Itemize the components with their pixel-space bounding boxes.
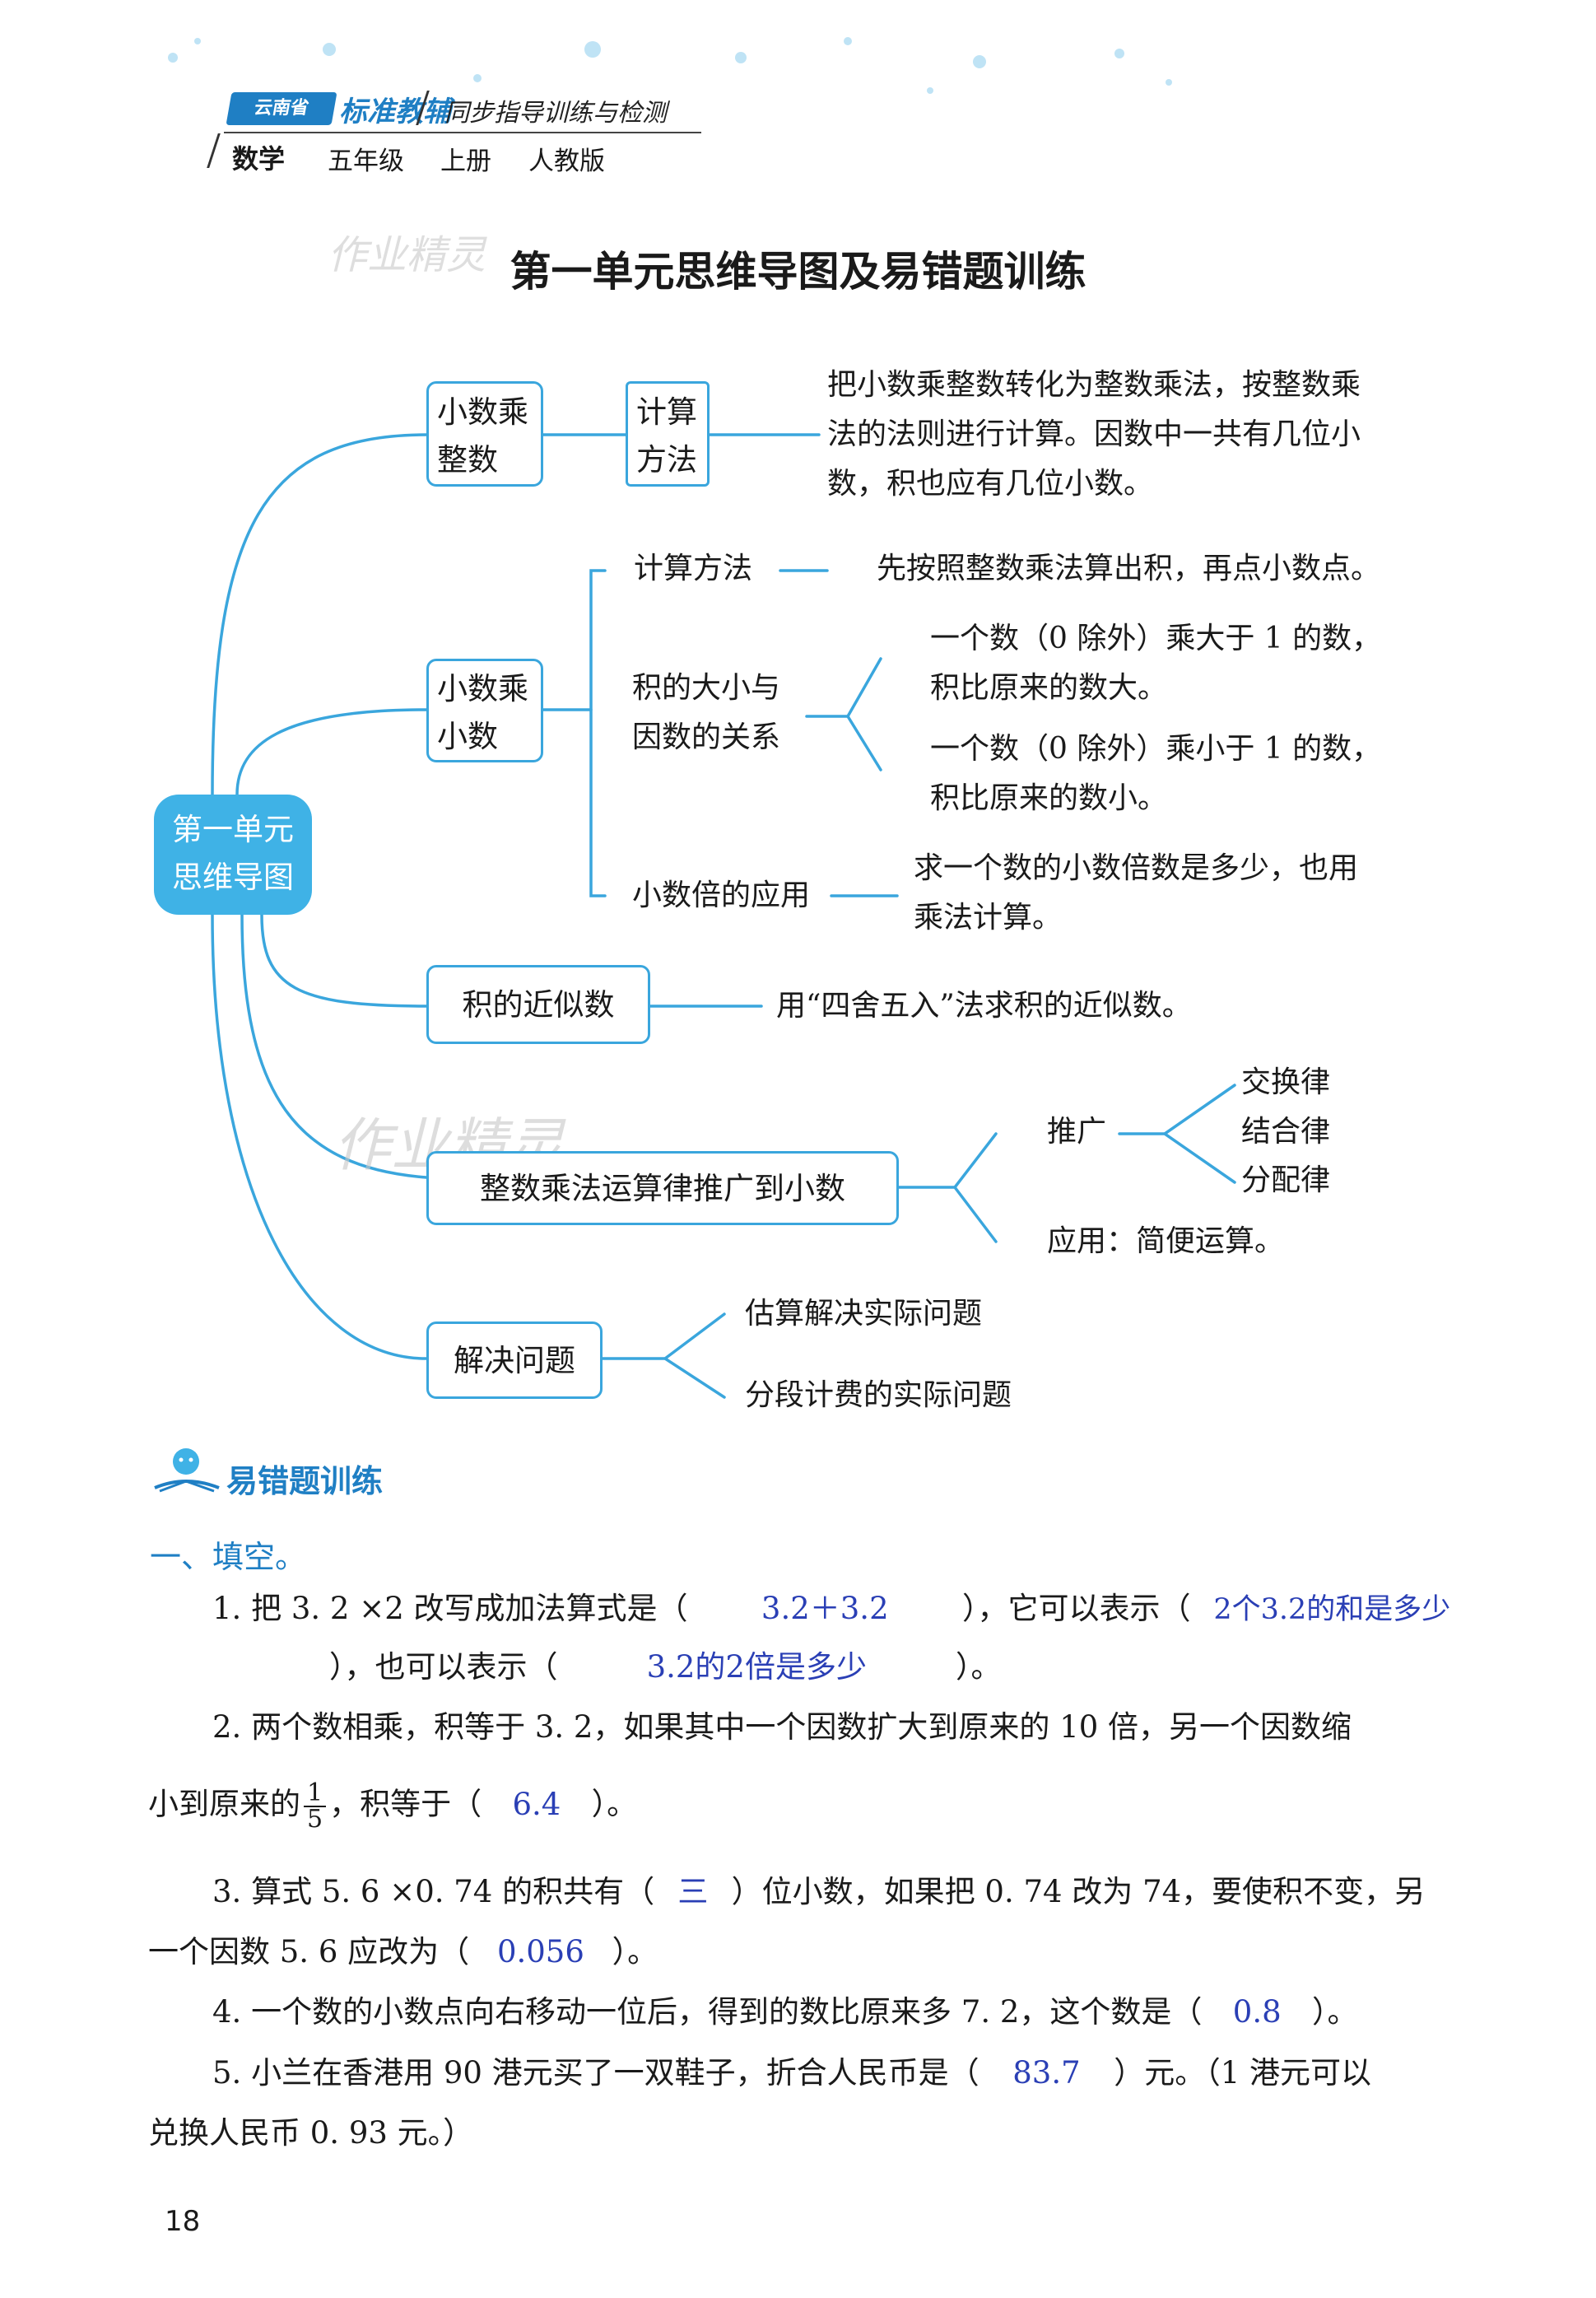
question-5-line-2: 兑换人民币 0. 93 元。） [148, 2115, 474, 2151]
branch-decimal-times-decimal: 小数乘 小数 [426, 659, 543, 762]
question-3-line-1: 3. 算式 5. 6 ×0. 74 的积共有（ 三 ）位小数，如果把 0. 74… [212, 1869, 1425, 1915]
branch1-desc-line-1: 把小数乘整数转化为整数乘法，按整数乘 [827, 368, 1361, 402]
q3-answer-2: 0.056 [496, 1934, 584, 1969]
branch2-relation-label: 积的大小与 因数的关系 [632, 664, 780, 762]
branch4-extend: 推广 [1047, 1115, 1107, 1149]
term: 上册 [440, 147, 491, 176]
branch1-method-line-1: 计算 [636, 394, 697, 430]
section-title: 易错题训练 [226, 1463, 384, 1499]
branch1-line-1: 小数乘 [437, 394, 528, 430]
question-1-line-1: 1. 把 3. 2 ×2 改写成加法算式是（ 3.2＋3.2 ），它可以表示（ … [212, 1586, 1463, 1633]
branch-problem-solving: 解决问题 [426, 1321, 603, 1399]
branch3-desc: 用“四舍五入”法求积的近似数。 [776, 989, 1192, 1023]
page-title: 第一单元思维导图及易错题训练 [510, 247, 1086, 296]
branch5-item-tiered: 分段计费的实际问题 [745, 1378, 1012, 1412]
q3-text-c: 一个因数 5. 6 应改为（ [148, 1934, 470, 1969]
q1-text-b: ），它可以表示（ [962, 1591, 1191, 1626]
q4-answer: 0.8 [1232, 1994, 1282, 2030]
branch2-rel-line-2: 因数的关系 [632, 720, 781, 754]
page-number: 18 [165, 2205, 201, 2238]
center-line-2: 思维导图 [172, 860, 294, 895]
question-4: 4. 一个数的小数点向右移动一位后，得到的数比原来多 7. 2，这个数是（ 0.… [212, 1989, 1357, 2035]
q1-answer-3: 3.2的2倍是多少 [646, 1649, 867, 1685]
branch4-apply: 应用：简便运算。 [1047, 1224, 1285, 1258]
subject: 数学 [232, 143, 286, 175]
mindmap-connectors [211, 433, 1236, 1399]
branch2-calc-desc: 先按照整数乘法算出积，再点小数点。 [877, 552, 1381, 585]
q1-text-c: ），也可以表示（ [329, 1649, 558, 1685]
branch2-rel-line-1: 积的大小与 [632, 671, 781, 705]
question-5-line-1: 5. 小兰在香港用 90 港元买了一双鞋子，折合人民币是（ 83.7 ）元。（1… [212, 2050, 1371, 2096]
q3-text-a: 3. 算式 5. 6 ×0. 74 的积共有（ [212, 1874, 655, 1909]
fraction-denominator: 5 [307, 1805, 323, 1834]
branch2-app-desc: 求一个数的小数倍数是多少，也用 乘法计算。 [914, 844, 1358, 943]
branch-approximate-product: 积的近似数 [426, 965, 650, 1044]
q4-text-b: ）。 [1311, 1994, 1358, 2030]
part-title-fill-in: 一、填空。 [150, 1539, 307, 1575]
branch1-desc-line-2: 法的法则进行计算。因数中一共有几位小 [827, 417, 1361, 451]
mindmap-center: 第一单元 思维导图 [154, 795, 312, 915]
center-line-1: 第一单元 [172, 812, 294, 847]
rel-less-line-2: 积比原来的数小。 [930, 781, 1168, 815]
question-2-line-1: 2. 两个数相乘，积等于 3. 2，如果其中一个因数扩大到原来的 10 倍，另一… [212, 1709, 1352, 1745]
q4-text-a: 4. 一个数的小数点向右移动一位后，得到的数比原来多 7. 2，这个数是（ [212, 1994, 1203, 2030]
branch2-line-1: 小数乘 [437, 671, 528, 706]
fraction-numerator: 1 [304, 1781, 327, 1807]
brand-name: 标准教辅 [339, 96, 451, 128]
watermark: 作业精灵 [328, 232, 486, 278]
branch2-rel-less: 一个数（0 除外）乘小于 1 的数， 积比原来的数小。 [930, 725, 1381, 823]
q3-answer-1: 三 [677, 1874, 709, 1909]
branch1-method-line-2: 方法 [636, 442, 697, 478]
rel-greater-line-1: 一个数（0 除外）乘大于 1 的数， [930, 622, 1382, 655]
app-desc-line-1: 求一个数的小数倍数是多少，也用 [914, 851, 1359, 885]
q1-text-d: ）。 [956, 1649, 1002, 1685]
branch-operation-laws: 整数乘法运算律推广到小数 [426, 1151, 899, 1225]
law-commutative: 交换律 [1241, 1065, 1331, 1099]
q5-answer: 83.7 [1012, 2055, 1081, 2091]
q3-text-b: ）位小数，如果把 0. 74 改为 74，要使积不变，另 [731, 1874, 1426, 1909]
law-associative: 结合律 [1241, 1115, 1331, 1149]
series-title: 同步指导训练与检测 [444, 99, 667, 128]
app-desc-line-2: 乘法计算。 [914, 901, 1063, 935]
branch2-line-2: 小数 [437, 719, 498, 754]
branch2-calc-label: 计算方法 [634, 552, 753, 585]
reading-student-icon [154, 1448, 220, 1493]
branch3-label: 积的近似数 [462, 987, 615, 1023]
question-3-line-2: 一个因数 5. 6 应改为（ 0.056 ）。 [148, 1929, 658, 1975]
branch5-item-estimate: 估算解决实际问题 [745, 1297, 983, 1331]
branch1-method-box: 计算 方法 [626, 381, 710, 487]
branch1-desc-line-3: 数，积也应有几位小数。 [827, 467, 1154, 501]
law-distributive: 分配律 [1241, 1163, 1331, 1197]
q2-text-b: 小到原来的 [148, 1786, 300, 1822]
q1-answer-1: 3.2＋3.2 [761, 1591, 889, 1626]
branch2-app-label: 小数倍的应用 [632, 879, 811, 912]
q3-text-d: ）。 [612, 1934, 658, 1969]
q1-answer-2: 2个3.2的和是多少 [1213, 1593, 1451, 1626]
branch-decimal-times-integer: 小数乘 整数 [426, 381, 543, 487]
rel-greater-line-2: 积比原来的数大。 [930, 671, 1168, 705]
rel-less-line-1: 一个数（0 除外）乘小于 1 的数， [930, 732, 1382, 766]
q2-answer: 6.4 [512, 1786, 561, 1822]
header-rule [224, 132, 701, 133]
branch1-description: 把小数乘整数转化为整数乘法，按整数乘 法的法则进行计算。因数中一共有几位小 数，… [827, 361, 1361, 509]
branch5-label: 解决问题 [454, 1343, 575, 1378]
q2-text-c: ，积等于（ [329, 1786, 482, 1822]
grade: 五年级 [328, 147, 404, 176]
q5-text-a: 5. 小兰在香港用 90 港元买了一双鞋子，折合人民币是（ [212, 2055, 979, 2091]
header-decoration [168, 37, 1172, 94]
q1-text-a: 1. 把 3. 2 ×2 改写成加法算式是（ [212, 1591, 688, 1626]
branch2-rel-greater: 一个数（0 除外）乘大于 1 的数， 积比原来的数大。 [930, 614, 1381, 713]
branch4-label: 整数乘法运算律推广到小数 [480, 1171, 845, 1206]
q5-text-b: ）元。（1 港元可以 [1114, 2055, 1372, 2091]
branch1-line-2: 整数 [437, 442, 498, 478]
q2-text-d: ）。 [591, 1786, 638, 1822]
question-1-line-2: ），也可以表示（ 3.2的2倍是多少 ）。 [329, 1644, 1002, 1690]
edition: 人教版 [528, 147, 605, 176]
